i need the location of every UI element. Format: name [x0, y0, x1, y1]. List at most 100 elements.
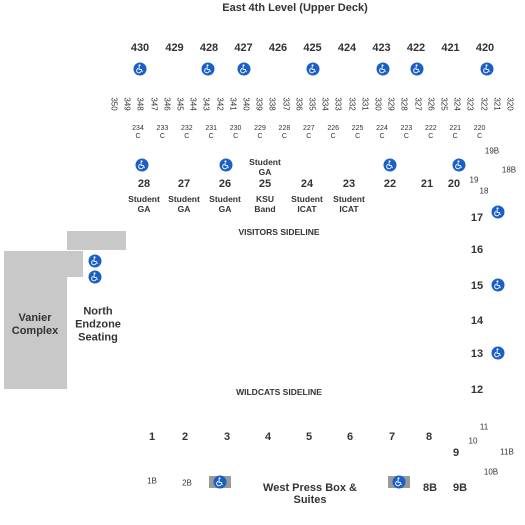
- section-5[interactable]: 5: [305, 431, 313, 443]
- section-6[interactable]: 6: [346, 431, 354, 443]
- section-8[interactable]: 8: [425, 431, 433, 443]
- section-429[interactable]: 429: [165, 42, 184, 54]
- section-15[interactable]: 15: [470, 280, 484, 292]
- section-343[interactable]: 343: [201, 97, 211, 111]
- section-422[interactable]: 422: [406, 42, 426, 54]
- west-press-box-label: West Press Box & Suites: [263, 482, 357, 506]
- section-329[interactable]: 329: [386, 97, 396, 111]
- section-333[interactable]: 333: [333, 97, 343, 111]
- section-27[interactable]: 27: [177, 178, 191, 190]
- section-337[interactable]: 337: [281, 97, 291, 111]
- section-sub-label: C: [257, 133, 263, 140]
- section-320[interactable]: 320: [505, 97, 515, 111]
- section-323[interactable]: 323: [465, 97, 475, 111]
- section-19b[interactable]: 19B: [484, 146, 500, 156]
- section-335[interactable]: 335: [307, 97, 317, 111]
- section-322[interactable]: 322: [479, 97, 489, 111]
- section-2[interactable]: 2: [181, 431, 189, 443]
- section-328[interactable]: 328: [399, 97, 409, 111]
- section-345[interactable]: 345: [175, 97, 185, 111]
- section-13[interactable]: 13: [470, 348, 484, 360]
- section-336[interactable]: 336: [294, 97, 304, 111]
- section-11b[interactable]: 11B: [500, 447, 514, 457]
- section-23[interactable]: 23: [342, 178, 356, 190]
- section-22[interactable]: 22: [383, 178, 397, 190]
- section-2b[interactable]: 2B: [182, 478, 192, 488]
- section-3[interactable]: 3: [223, 431, 231, 443]
- section-1b[interactable]: 1B: [147, 476, 157, 486]
- section-18[interactable]: 18: [479, 186, 489, 196]
- section-321[interactable]: 321: [492, 97, 502, 111]
- section-347[interactable]: 347: [149, 97, 159, 111]
- section-20[interactable]: 20: [447, 178, 461, 190]
- section-21[interactable]: 21: [420, 178, 434, 190]
- section-423[interactable]: 423: [372, 42, 391, 54]
- section-326[interactable]: 326: [426, 97, 436, 111]
- section-24[interactable]: 24: [300, 178, 314, 190]
- section-25[interactable]: 25: [258, 178, 272, 190]
- section-sub-label: C: [184, 133, 190, 140]
- section-12[interactable]: 12: [470, 384, 484, 396]
- section-342[interactable]: 342: [215, 97, 225, 111]
- section-344[interactable]: 344: [188, 97, 198, 111]
- section-424[interactable]: 424: [337, 42, 357, 54]
- section-331[interactable]: 331: [360, 97, 370, 111]
- section-421[interactable]: 421: [441, 42, 460, 54]
- section-427[interactable]: 427: [234, 42, 253, 54]
- section-28[interactable]: 28: [137, 178, 151, 190]
- section-28-group-label: Student GA: [128, 194, 160, 214]
- section-24-group-label: Student ICAT: [291, 194, 323, 214]
- section-349[interactable]: 349: [122, 97, 132, 111]
- section-18b[interactable]: 18B: [501, 165, 517, 175]
- section-340[interactable]: 340: [241, 97, 251, 111]
- section-350[interactable]: 350: [109, 97, 119, 111]
- section-9b[interactable]: 9B: [452, 482, 468, 494]
- section-4[interactable]: 4: [264, 431, 272, 443]
- section-324[interactable]: 324: [452, 97, 462, 111]
- section-346[interactable]: 346: [162, 97, 172, 111]
- section-9[interactable]: 9: [452, 447, 460, 459]
- section-10b[interactable]: 10B: [483, 467, 499, 477]
- section-14[interactable]: 14: [470, 315, 484, 327]
- section-19[interactable]: 19: [469, 175, 479, 185]
- section-325[interactable]: 325: [439, 97, 449, 111]
- section-341[interactable]: 341: [228, 97, 238, 111]
- section-11[interactable]: 11: [479, 422, 489, 432]
- wheelchair-icon: [213, 475, 227, 489]
- section-17[interactable]: 17: [470, 212, 484, 224]
- section-430[interactable]: 430: [130, 42, 150, 54]
- section-26[interactable]: 26: [218, 178, 232, 190]
- section-332[interactable]: 332: [347, 97, 357, 111]
- vanier-complex-block: [4, 251, 67, 389]
- section-7[interactable]: 7: [388, 431, 396, 443]
- section-16[interactable]: 16: [470, 244, 484, 256]
- section-327[interactable]: 327: [413, 97, 423, 111]
- section-428[interactable]: 428: [199, 42, 219, 54]
- section-334[interactable]: 334: [320, 97, 330, 111]
- section-426[interactable]: 426: [268, 42, 288, 54]
- section-420[interactable]: 420: [475, 42, 495, 54]
- section-338[interactable]: 338: [267, 97, 277, 111]
- section-348[interactable]: 348: [135, 97, 145, 111]
- section-1[interactable]: 1: [148, 431, 156, 443]
- section-8b[interactable]: 8B: [422, 482, 438, 494]
- section-330[interactable]: 330: [373, 97, 383, 111]
- section-339[interactable]: 339: [254, 97, 264, 111]
- section-10[interactable]: 10: [468, 436, 478, 446]
- section-425[interactable]: 425: [303, 42, 322, 54]
